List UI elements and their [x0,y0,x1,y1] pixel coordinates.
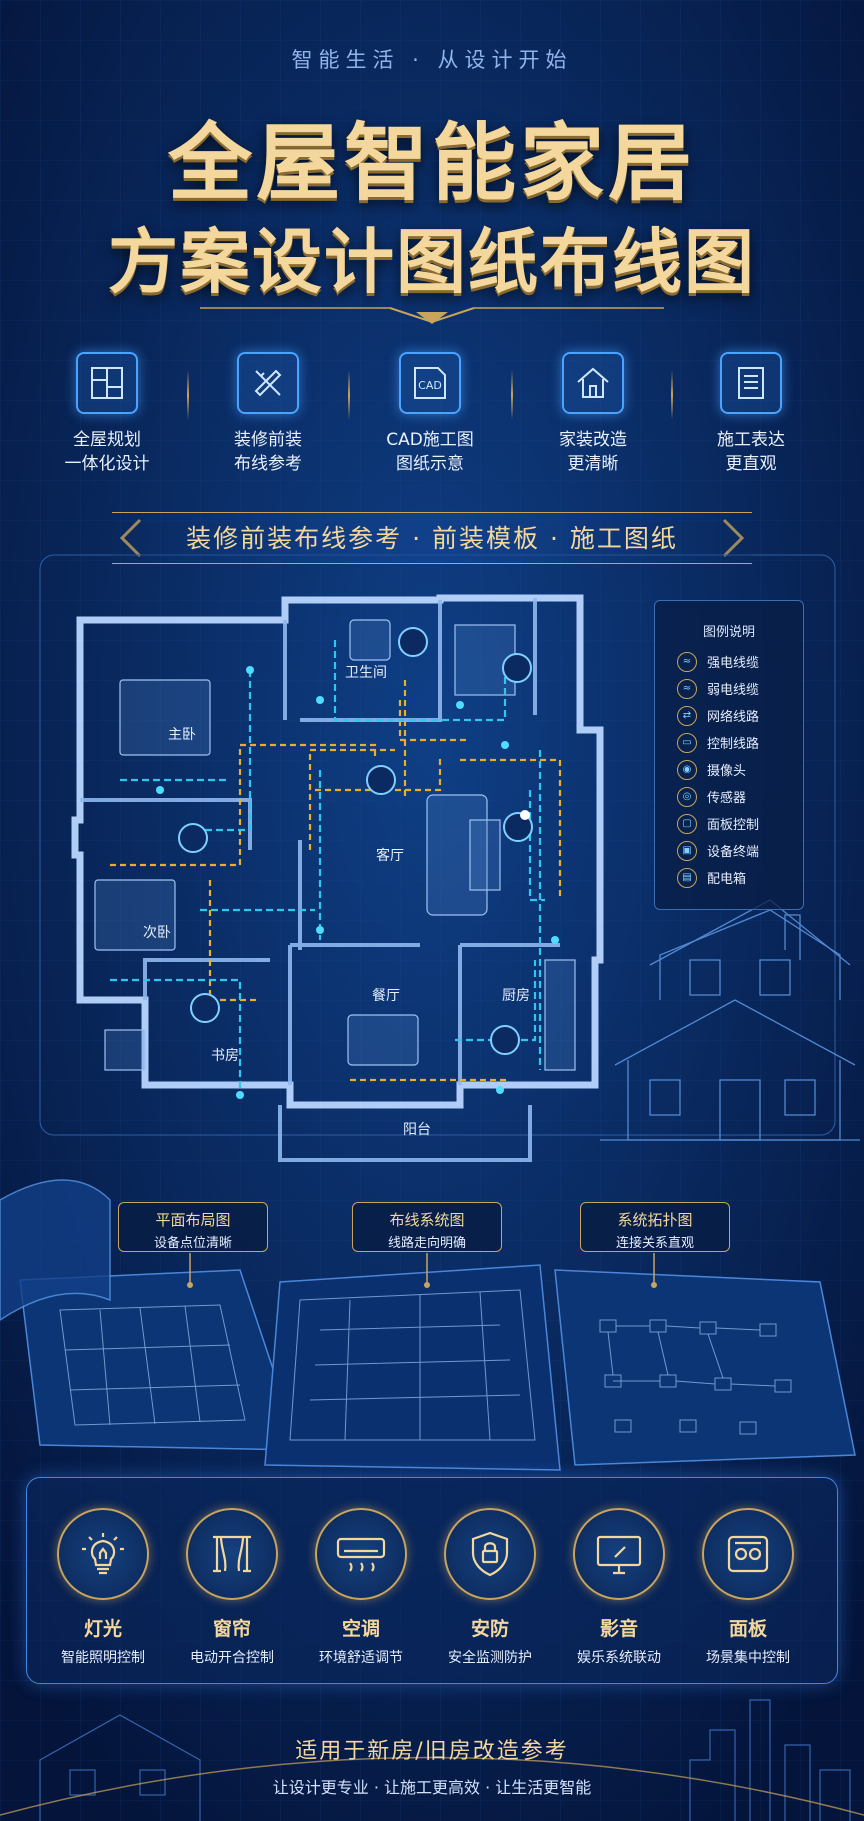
legend-title: 图例说明 [702,625,755,640]
house-icon [562,352,624,414]
ruler-pencil-icon [237,352,299,414]
divider [511,370,513,420]
legend-panel: 图例说明 ≈强电线缆 ≈弱电线缆 ⇄网络线路 ▭控制线路 ◉摄像头 ◎传感器 ▢… [654,600,804,910]
room-label-second: 次卧 [143,925,171,941]
legend-item: ▤配电箱 [655,864,803,891]
room-label-kitchen: 厨房 [502,988,530,1004]
room-label-bath: 卫生间 [345,665,387,681]
aircon-icon [315,1508,407,1600]
strong-wire-icon: ≈ [677,651,697,672]
callout-topology: 系统拓扑图 连接关系直观 [580,1202,730,1252]
room-label-master: 主卧 [168,727,196,743]
feature-construction: 施工表达 更直观 [681,352,821,476]
device-curtain: 窗帘 电动开合控制 [172,1508,292,1667]
camera-icon: ◉ [677,759,697,780]
room-label-balcony: 阳台 [403,1122,431,1138]
divider [187,370,189,420]
svg-text:CAD: CAD [418,379,442,392]
divider [348,370,350,420]
room-label-living: 客厅 [376,848,404,864]
cad-file-icon: CAD [399,352,461,414]
footer-slogan: 让设计更专业 · 让施工更高效 · 让生活更智能 [272,1778,592,1797]
weak-wire-icon: ≈ [677,678,697,699]
section-banner: 装修前装布线参考 · 前装模板 · 施工图纸 [112,512,752,564]
legend-item: ⇄网络线路 [655,702,803,729]
device-panel-control: 面板 场景集中控制 [688,1508,808,1667]
legend-item: ◎传感器 [655,783,803,810]
device-aircon: 空调 环境舒适调节 [301,1508,421,1667]
sub-title: 方案设计图纸布线图 [108,221,756,303]
callout-floor-layout: 平面布局图 设备点位清晰 [118,1202,268,1252]
document-list-icon [720,352,782,414]
legend-item: ≈弱电线缆 [655,675,803,702]
monitor-icon [573,1508,665,1600]
feature-whole-house: 全屋规划 一体化设计 [37,352,177,476]
panel-control-icon: ▢ [677,813,697,834]
footer-headline: 适用于新房/旧房改造参考 [295,1739,569,1764]
curtain-icon [186,1508,278,1600]
divider [671,370,673,420]
floorplan-icon [76,352,138,414]
bulb-icon [57,1508,149,1600]
panel-icon [702,1508,794,1600]
legend-item: ▭控制线路 [655,729,803,756]
network-icon: ⇄ [677,705,697,726]
legend-item: ◉摄像头 [655,756,803,783]
device-security: 安防 安全监测防护 [430,1508,550,1667]
room-label-study: 书房 [211,1048,239,1064]
device-panel [26,1477,838,1684]
legend-item: ≈强电线缆 [655,648,803,675]
device-av: 影音 娱乐系统联动 [559,1508,679,1667]
device-lighting: 灯光 智能照明控制 [43,1508,163,1667]
callout-wiring-system: 布线系统图 线路走向明确 [352,1202,502,1252]
feature-wiring-ref: 装修前装 布线参考 [198,352,338,476]
control-line-icon: ▭ [677,732,697,753]
distribution-box-icon: ▤ [677,867,697,888]
shield-lock-icon [444,1508,536,1600]
feature-renovation: 家装改造 更清晰 [523,352,663,476]
sensor-icon: ◎ [677,786,697,807]
terminal-icon: ▣ [677,840,697,861]
feature-cad: CAD CAD施工图 图纸示意 [360,352,500,476]
legend-item: ▣设备终端 [655,837,803,864]
room-label-dining: 餐厅 [372,988,400,1004]
main-title: 全屋智能家居 [167,114,696,212]
tagline: 智能生活 · 从设计开始 [291,48,573,72]
legend-item: ▢面板控制 [655,810,803,837]
